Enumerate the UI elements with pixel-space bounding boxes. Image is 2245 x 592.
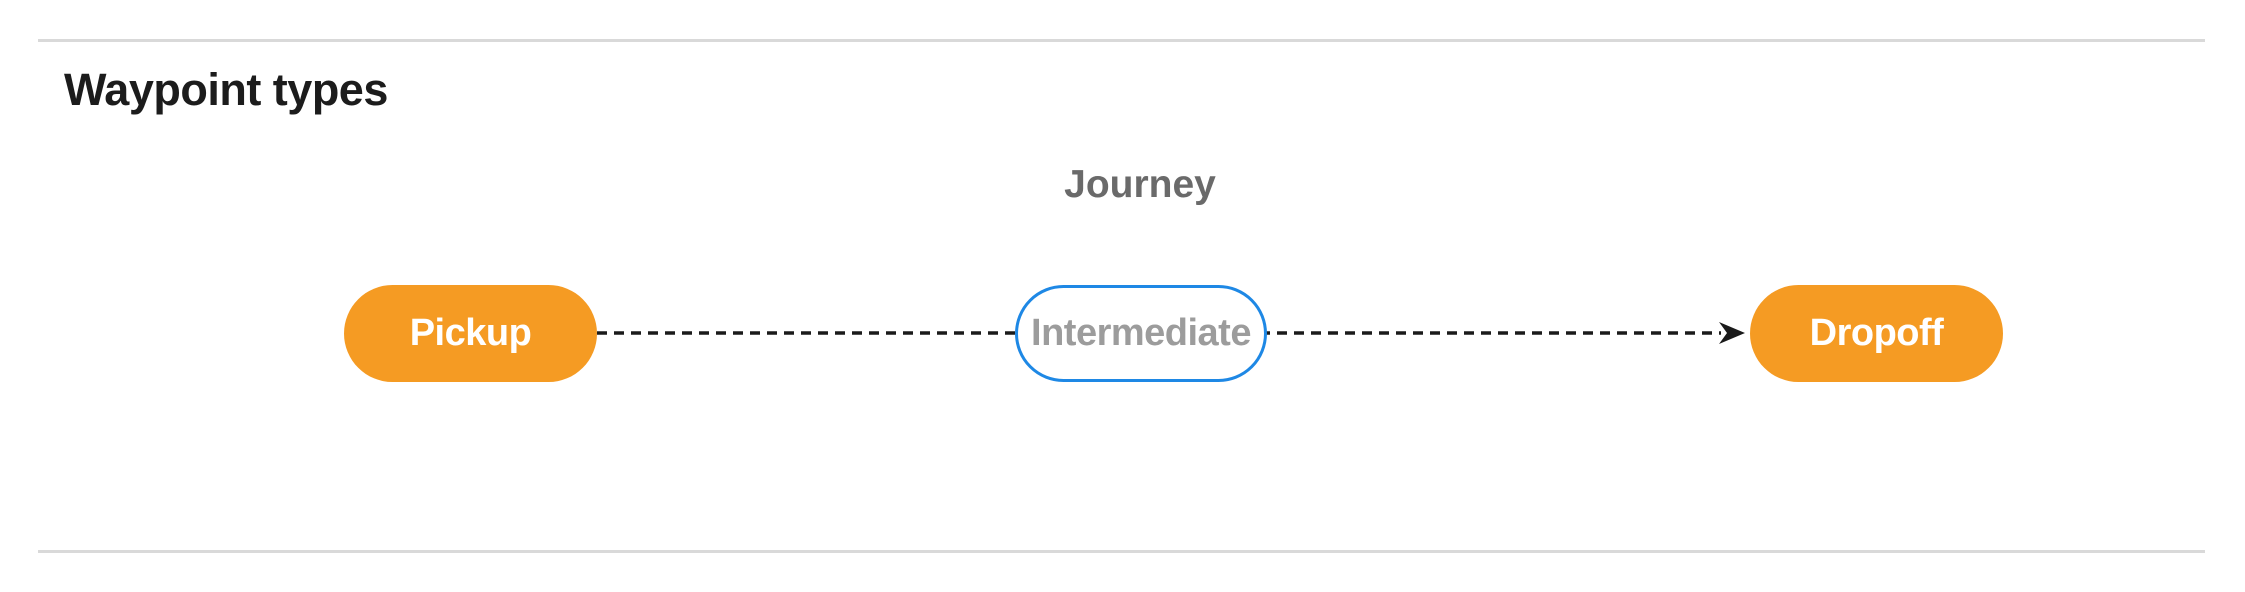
node-dropoff-label: Dropoff: [1809, 312, 1944, 354]
section-heading: Waypoint types: [64, 64, 388, 115]
node-intermediate-label: Intermediate: [1031, 312, 1251, 354]
node-pickup-label: Pickup: [409, 312, 532, 354]
node-dropoff: Dropoff: [1750, 285, 2003, 382]
arrow-right-icon: [1719, 322, 1745, 344]
node-intermediate: Intermediate: [1015, 285, 1267, 382]
diagram-title: Journey: [1064, 163, 1216, 206]
node-pickup: Pickup: [344, 285, 597, 382]
bottom-divider: [38, 550, 2205, 553]
top-divider: [38, 39, 2205, 42]
